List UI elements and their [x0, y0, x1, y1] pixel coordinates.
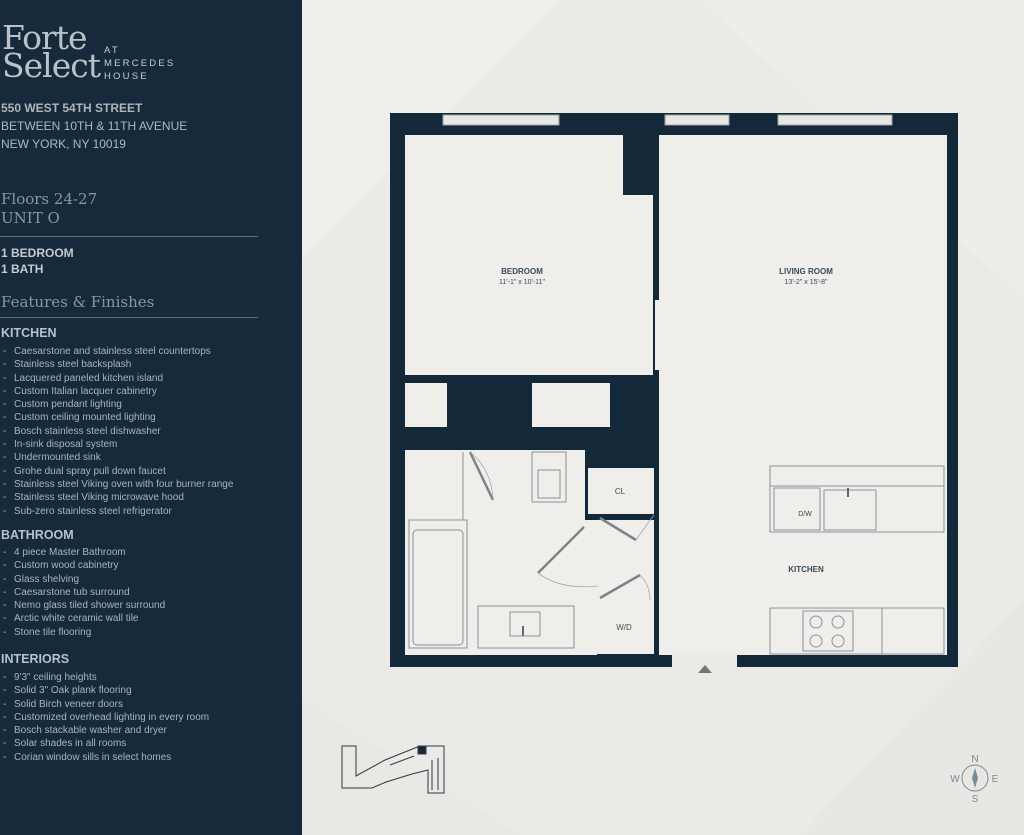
- bath-count: 1 BATH: [1, 262, 44, 276]
- entry-gap: [672, 654, 737, 668]
- floor-plan: BEDROOM 11'-1" x 10'-11" LIVING ROOM 13'…: [302, 0, 1024, 835]
- closet-floor: [532, 383, 610, 427]
- list-item: 9'3" ceiling heights: [3, 671, 209, 684]
- closet-floor: [588, 468, 654, 514]
- key-plan-icon: [341, 745, 445, 794]
- bedroom-label: BEDROOM: [501, 267, 543, 276]
- kitchen-label: KITCHEN: [788, 565, 824, 574]
- svg-text:E: E: [992, 774, 999, 785]
- address-street: 550 WEST 54TH STREET: [1, 101, 143, 115]
- list-item: Bosch stainless steel dishwasher: [3, 425, 233, 438]
- kitchen-feature-list: Caesarstone and stainless steel countert…: [3, 345, 233, 518]
- unit-block: Floors 24-27 UNIT O: [1, 190, 97, 228]
- list-item: 4 piece Master Bathroom: [3, 546, 165, 559]
- list-item: Solar shades in all rooms: [3, 737, 209, 750]
- kitchen-section-title: KITCHEN: [1, 326, 57, 340]
- closet-floor: [405, 383, 447, 427]
- doors: [468, 451, 641, 600]
- list-item: Bosch stackable washer and dryer: [3, 724, 209, 737]
- bathroom-floor: [405, 450, 585, 654]
- brand-subtitle: AT MERCEDES HOUSE: [104, 45, 176, 82]
- vanity: [477, 605, 575, 649]
- living-room-dims: 13'-2" x 15'-8": [784, 279, 828, 286]
- interiors-section-title: INTERIORS: [1, 652, 70, 666]
- bathroom-section-title: BATHROOM: [1, 528, 74, 542]
- address-between: BETWEEN 10TH & 11TH AVENUE: [1, 119, 188, 133]
- address-block: 550 WEST 54TH STREET BETWEEN 10TH & 11TH…: [1, 99, 187, 153]
- kitchen-counter: [769, 465, 945, 655]
- interiors-feature-list: 9'3" ceiling heights Solid 3" Oak plank …: [3, 671, 209, 764]
- room-count: 1 BEDROOM 1 BATH: [1, 245, 74, 277]
- windows: [442, 114, 893, 126]
- list-item: Stainless steel Viking microwave hood: [3, 491, 233, 504]
- list-item: Glass shelving: [3, 573, 165, 586]
- bedroom-dims: 11'-1" x 10'-11": [499, 279, 545, 286]
- bedroom-floor: [405, 135, 653, 375]
- list-item: Custom Italian lacquer cabinetry: [3, 385, 233, 398]
- list-item: Custom ceiling mounted lighting: [3, 411, 233, 424]
- list-item: Caesarstone tub surround: [3, 586, 165, 599]
- list-item: Stainless steel backsplash: [3, 358, 233, 371]
- list-item: Lacquered paneled kitchen island: [3, 372, 233, 385]
- list-item: Customized overhead lighting in every ro…: [3, 711, 209, 724]
- bathroom-feature-list: 4 piece Master Bathroom Custom wood cabi…: [3, 546, 165, 639]
- list-item: Grohe dual spray pull down faucet: [3, 465, 233, 478]
- floors-range: Floors 24-27: [1, 190, 98, 208]
- entry-arrow-icon: [698, 665, 712, 673]
- info-sidebar: Forte Select AT MERCEDES HOUSE 550 WEST …: [0, 0, 302, 835]
- list-item: Solid 3" Oak plank flooring: [3, 684, 209, 697]
- hall-floor: [405, 520, 654, 655]
- list-item: Nemo glass tiled shower surround: [3, 599, 165, 612]
- living-floor: [659, 135, 947, 655]
- list-item: Corian window sills in select homes: [3, 751, 209, 764]
- divider: [0, 317, 258, 318]
- bedroom-count: 1 BEDROOM: [1, 246, 74, 260]
- closet-label: CL: [615, 487, 626, 496]
- unit-name: UNIT O: [1, 209, 60, 227]
- brand-logo: Forte Select: [2, 18, 101, 85]
- list-item: Custom pendant lighting: [3, 398, 233, 411]
- compass-icon: N S E W: [950, 754, 998, 805]
- list-item: Stainless steel Viking oven with four bu…: [3, 478, 233, 491]
- washer-dryer-label: W/D: [616, 623, 632, 632]
- list-item: Arctic white ceramic wall tile: [3, 612, 165, 625]
- list-item: Undermounted sink: [3, 451, 233, 464]
- bathtub: [408, 519, 468, 649]
- column: [623, 135, 653, 195]
- list-item: Custom wood cabinetry: [3, 559, 165, 572]
- svg-text:S: S: [972, 794, 979, 805]
- list-item: Caesarstone and stainless steel countert…: [3, 345, 233, 358]
- list-item: Stone tile flooring: [3, 626, 165, 639]
- address-city: NEW YORK, NY 10019: [1, 137, 126, 151]
- features-title: Features & Finishes: [1, 293, 155, 311]
- svg-text:W: W: [950, 774, 960, 785]
- list-item: In-sink disposal system: [3, 438, 233, 451]
- list-item: Sub-zero stainless steel refrigerator: [3, 505, 233, 518]
- list-item: Solid Birch veneer doors: [3, 698, 209, 711]
- living-room-label: LIVING ROOM: [779, 267, 833, 276]
- laundry-floor: [597, 600, 654, 654]
- dishwasher-label: D/W: [798, 511, 812, 518]
- toilet: [531, 451, 567, 503]
- divider: [0, 236, 258, 237]
- svg-text:N: N: [971, 754, 978, 765]
